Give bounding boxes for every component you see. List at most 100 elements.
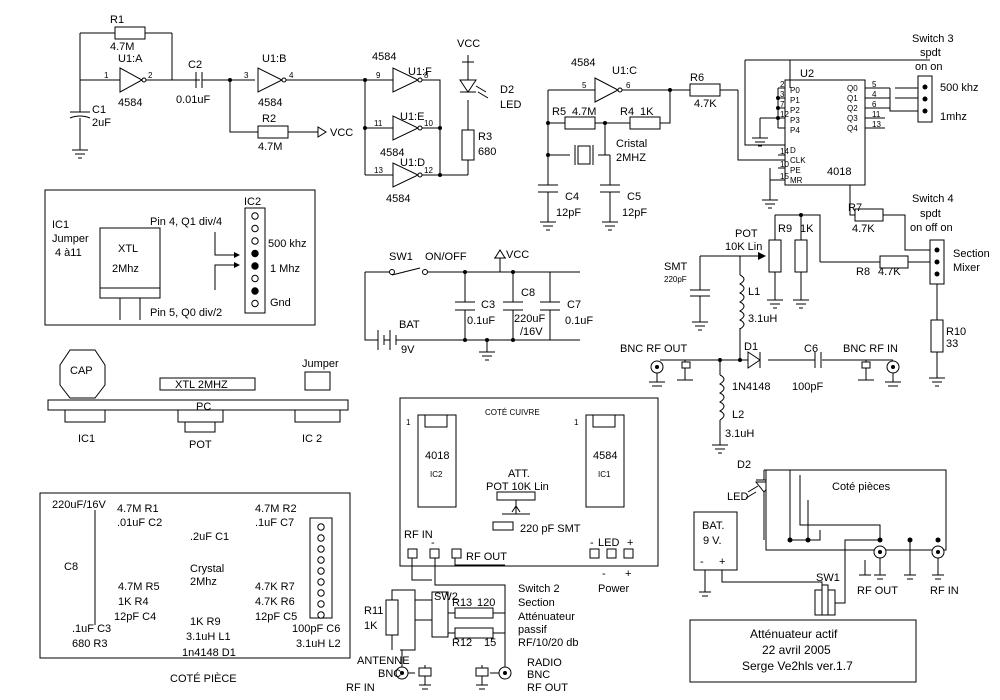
smt-label: SMT	[664, 261, 688, 273]
bat2-plus: +	[719, 556, 725, 568]
comp-l1: 3.1uH L1	[186, 631, 231, 643]
ic2-1mhz: 1 Mhz	[270, 263, 300, 275]
c5-value: 12pF	[622, 207, 647, 219]
u1a-gate	[119, 67, 144, 93]
att-pot: POT 10K Lin	[486, 481, 549, 493]
sw3-title: Switch 3	[912, 33, 954, 45]
u1c-gate	[594, 77, 620, 103]
sw3-type: spdt	[920, 47, 941, 59]
sw1b-label: SW1	[816, 572, 840, 584]
cote-pieces: Coté pièces	[832, 481, 891, 493]
power-minus: -	[602, 568, 606, 580]
u1f-gate	[392, 67, 420, 93]
u1e-chip: 4584	[380, 147, 404, 159]
r11-label: R11	[364, 605, 383, 617]
side-pot: POT	[189, 439, 212, 451]
comp-c5: 12pF C5	[255, 611, 297, 623]
title-block: Atténuateur actif 22 avril 2005 Serge Ve…	[689, 619, 917, 683]
u2-pin-pe: PE	[790, 166, 801, 175]
pin6: 6	[626, 81, 631, 90]
r2-label: R2	[262, 113, 276, 125]
r13-label: R13	[452, 597, 472, 609]
u1b-pin3: 3	[244, 71, 249, 80]
sw4-type: spdt	[920, 208, 941, 220]
ic1-title: IC1	[52, 219, 69, 231]
ic2-title: IC2	[244, 196, 261, 208]
u1b-label: U1:B	[262, 53, 286, 65]
comp-r2: 4.7M R2	[255, 503, 297, 515]
sw2-l3: passif	[518, 624, 548, 636]
l2-label: L2	[732, 409, 744, 421]
r11-resistor	[385, 599, 399, 636]
l1-value: 3.1uH	[748, 313, 777, 325]
pcb-led: LED	[598, 537, 619, 549]
c4-label: C4	[565, 191, 579, 203]
u2-pin-p0: P0	[790, 86, 800, 95]
u1f-label: U1:F	[408, 66, 432, 78]
title-line-2: 22 avril 2005	[762, 643, 831, 657]
pot-resistor	[768, 239, 782, 273]
comp-220: 220uF/16V	[52, 499, 106, 511]
comp-r6: 4.7K R6	[255, 596, 295, 608]
comp-d1: 1n4148 D1	[182, 647, 236, 659]
header-pin	[251, 299, 259, 308]
comp-c2: .01uF C2	[117, 517, 162, 529]
l1-label: L1	[748, 286, 760, 298]
bat-label: BAT	[399, 319, 420, 331]
header-pin	[251, 287, 259, 295]
r4-resistor	[629, 116, 661, 130]
d2b-label: D2	[737, 459, 751, 471]
cap-label: CAP	[70, 365, 93, 377]
u2-pinnum-right: 4	[872, 90, 877, 99]
comp-r7: 4.7K R7	[255, 581, 295, 593]
u1e-gate	[392, 115, 420, 141]
r8-label: R8	[856, 266, 870, 278]
u2-pin-p2: P2	[790, 106, 800, 115]
header-pin	[317, 589, 325, 597]
r8-value: 4.7K	[878, 266, 901, 278]
xtl-side	[159, 377, 256, 391]
header-pin	[317, 600, 325, 608]
header-pin	[317, 523, 325, 531]
r5-resistor	[564, 116, 596, 130]
header-pin	[251, 224, 259, 233]
sw2-body	[431, 591, 449, 638]
comp-c3: .1uF C3	[72, 623, 111, 635]
r2-value: 4.7M	[258, 141, 282, 153]
pcb-pin1-b: 1	[574, 418, 579, 427]
u2-pinnum-left: 2	[780, 80, 785, 89]
r7-resistor	[854, 208, 884, 222]
u1c-chip: 4584	[571, 57, 595, 69]
r6-label: R6	[690, 72, 704, 84]
u2-pin-p3: P3	[790, 116, 800, 125]
u2-divider: U2 4018 P0P1P2P3P4DCLKPEMR23712141015Q0Q…	[737, 59, 930, 209]
u2-pin-d: D	[790, 146, 796, 155]
u2-pinnum-left: 14	[780, 147, 789, 156]
u2-pinnum-right: 13	[872, 120, 881, 129]
u2-chip-num: 4018	[827, 166, 851, 178]
header-pin	[251, 262, 259, 270]
sw3-mode: on on	[915, 61, 943, 73]
r12-value: 15	[484, 637, 496, 649]
u2-pinnum-right: 6	[872, 100, 877, 109]
r10-resistor	[930, 319, 944, 353]
component-frame	[39, 492, 351, 659]
header-pin	[251, 274, 259, 283]
antenne-rfin: RF IN	[346, 682, 375, 694]
jumper-side: Jumper	[302, 358, 339, 370]
crystal-value: 2MHZ	[616, 152, 646, 164]
r1-resistor	[114, 26, 146, 40]
r3-resistor	[461, 129, 475, 161]
comp-r5: 4.7M R5	[118, 581, 160, 593]
u2-pinnum-left: 3	[780, 90, 785, 99]
pcb-220: 220 pF SMT	[520, 523, 581, 535]
rfin-c: RF IN	[930, 585, 959, 597]
c5-label: C5	[627, 191, 641, 203]
u1c-label: U1:C	[612, 65, 637, 77]
pcb-pin1-a: 1	[406, 418, 411, 427]
comp-crystal: Crystal	[190, 563, 224, 575]
r5-label: R5	[552, 106, 566, 118]
bnc-rf-out-label: BNC RF OUT	[620, 343, 688, 355]
ic2-500khz: 500 khz	[268, 238, 307, 250]
xtl-freq: 2Mhz	[112, 263, 139, 275]
